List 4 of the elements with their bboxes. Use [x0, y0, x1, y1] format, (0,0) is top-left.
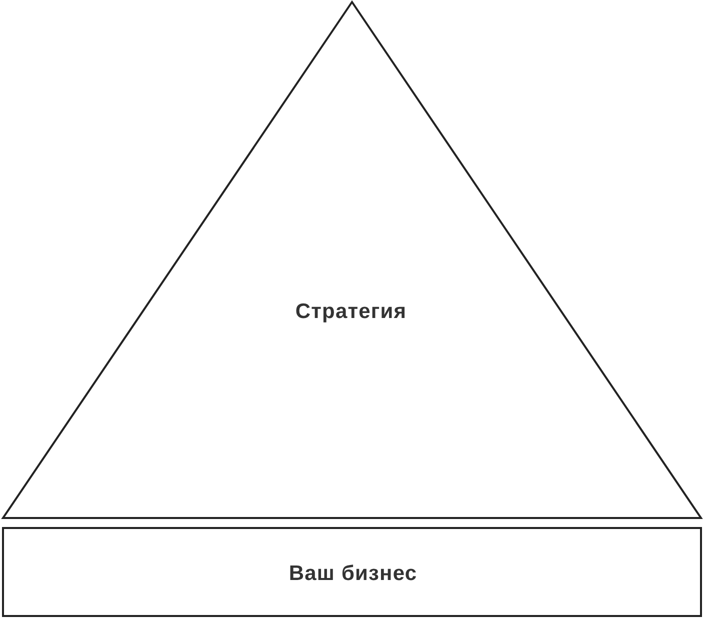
- triangle-label: Стратегия: [295, 300, 407, 324]
- pyramid-triangle: [2, 1, 702, 519]
- base-box: [2, 527, 702, 617]
- box-label: Ваш бизнес: [288, 562, 418, 586]
